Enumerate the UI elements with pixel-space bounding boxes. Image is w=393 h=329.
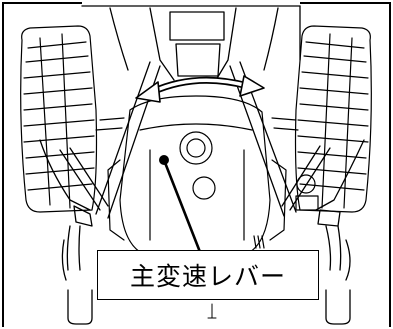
frame-top-border <box>2 2 82 4</box>
frame-top-border-right <box>300 2 391 4</box>
engine-body <box>95 95 319 253</box>
bottom-tick <box>207 303 217 319</box>
top-handlebar-frame <box>81 5 301 81</box>
left-tire <box>20 25 98 213</box>
frame-left-border <box>2 2 4 327</box>
left-grip <box>39 139 93 325</box>
lever-leader-line <box>159 155 202 254</box>
callout-label-box: 主変速レバー <box>97 250 319 300</box>
motion-arrow-icon <box>135 75 265 103</box>
callout-label: 主変速レバー <box>129 262 286 291</box>
right-grip <box>315 139 365 325</box>
frame-right-border <box>389 2 391 327</box>
